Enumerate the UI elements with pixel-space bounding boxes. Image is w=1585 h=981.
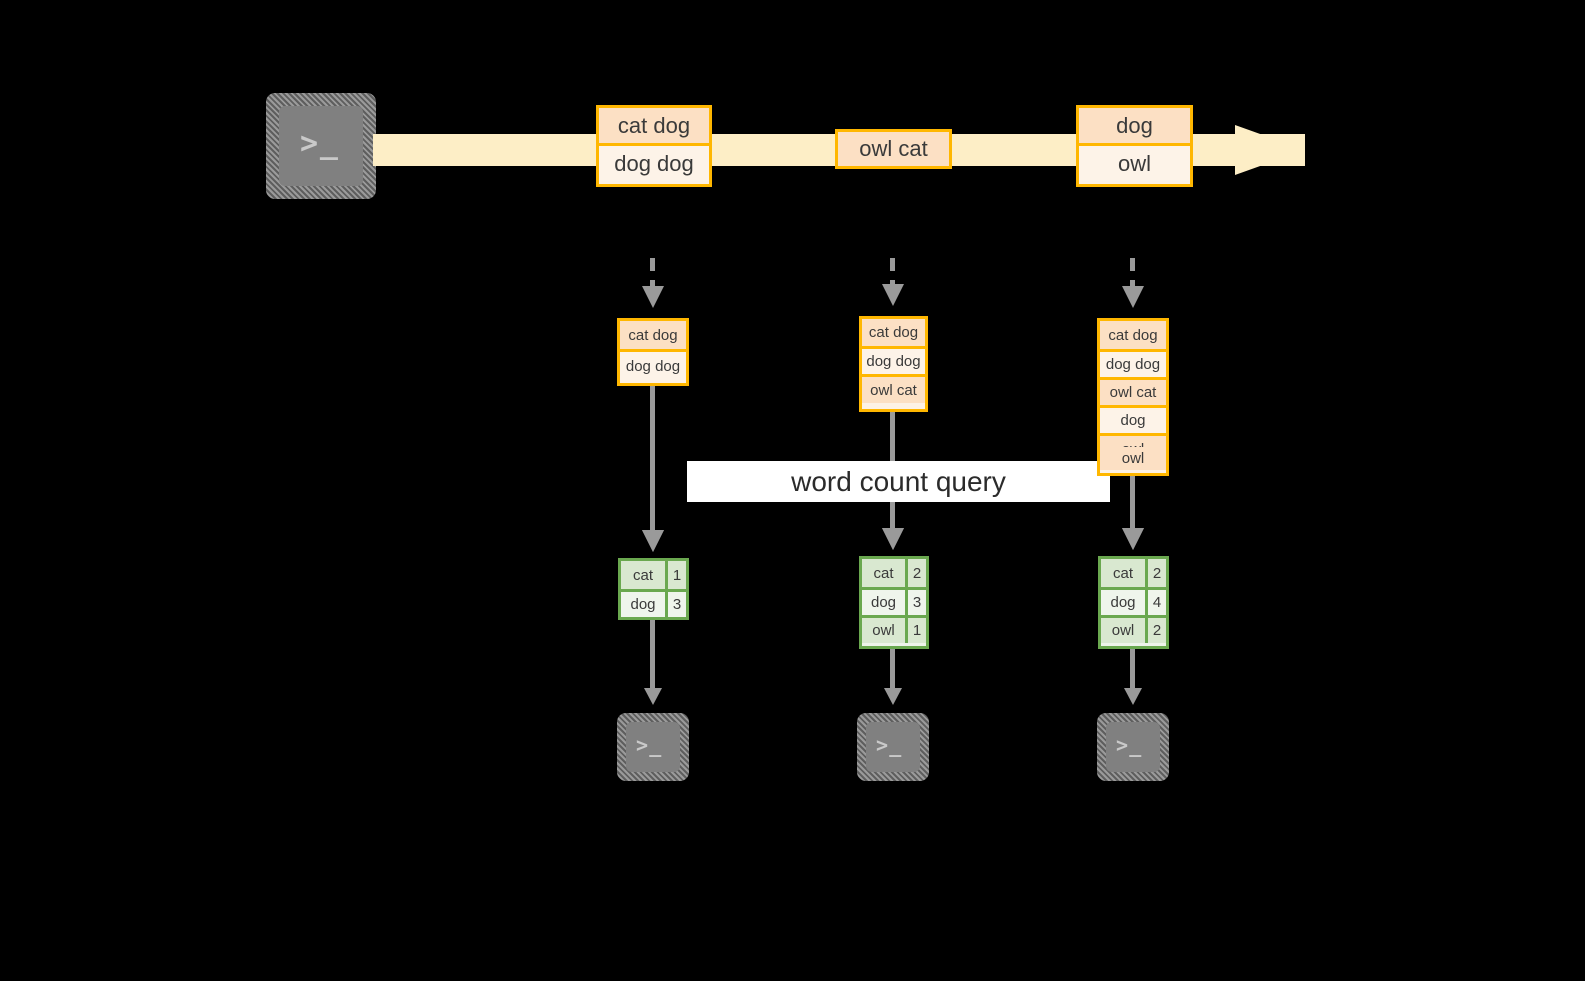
accumulated-record: cat dog [862, 319, 925, 346]
sink-arrow-3 [1130, 649, 1135, 692]
source-terminal-icon: >_ [266, 93, 376, 199]
accumulated-record: dog dog [862, 346, 925, 374]
query-arrow-3-overlap [1130, 476, 1135, 532]
query-label-text: word count query [791, 465, 1006, 497]
sink-arrow-arrowhead-3 [1124, 688, 1142, 705]
result-count: 2 [1145, 618, 1166, 643]
result-word: dog [870, 594, 897, 611]
sink-arrow-2 [890, 649, 895, 692]
stream-group-2: owl cat [835, 129, 952, 169]
result-word: cat [1112, 564, 1133, 582]
terminal-prompt-glyph: >_ [876, 733, 903, 757]
accumulated-record: owl cat [1100, 377, 1166, 405]
stream-group-3: dog owl [1076, 105, 1193, 187]
result-word: owl [872, 622, 895, 639]
table-row: dog 3 [862, 587, 926, 615]
accumulated-record: cat dog [620, 321, 686, 349]
accumulated-record: dog dog [620, 349, 686, 380]
sink-arrow-arrowhead-1 [644, 688, 662, 705]
stream-record: dog dog [599, 143, 709, 181]
table-row: owl 2 [1101, 615, 1166, 643]
table-row: owl 1 [862, 615, 926, 643]
stream-record: dog [1079, 108, 1190, 143]
accumulated-record: dog dog [1100, 349, 1166, 377]
sink-terminal-icon-3: >_ [1097, 713, 1169, 781]
result-word: owl [1111, 622, 1135, 639]
result-count: 2 [905, 559, 926, 587]
result-word: dog [1110, 594, 1136, 611]
accumulated-records-1: cat dog dog dog [617, 318, 689, 386]
query-label-band: word count query [687, 461, 1110, 502]
query-arrow-1 [650, 386, 655, 534]
sink-arrow-arrowhead-2 [884, 688, 902, 705]
terminal-prompt-glyph: >_ [1116, 733, 1143, 757]
accumulated-record: cat dog [1100, 321, 1166, 349]
result-count: 1 [905, 618, 926, 643]
table-row: dog 3 [621, 589, 686, 617]
dashed-connector-3 [1130, 258, 1135, 290]
dashed-connector-2 [890, 258, 895, 288]
result-count: 3 [905, 590, 926, 615]
query-arrow-arrowhead-1-overlap [642, 530, 664, 552]
query-arrow-1-overlap [650, 502, 655, 534]
terminal-body [279, 106, 363, 186]
sink-terminal-icon-1: >_ [617, 713, 689, 781]
sink-arrow-1 [650, 620, 655, 692]
terminal-prompt-glyph: >_ [300, 126, 340, 161]
accumulated-record: owl cat [862, 374, 925, 403]
result-word: dog [630, 596, 656, 613]
result-count: 3 [665, 592, 686, 617]
stream-arrow-head [1235, 125, 1305, 175]
terminal-prompt-glyph: >_ [636, 733, 663, 757]
accumulated-records-3-overlap: owl [1097, 447, 1169, 476]
stream-group-1: cat dog dog dog [596, 105, 712, 187]
query-arrow-arrowhead-2-overlap [882, 528, 904, 550]
dashed-connector-arrowhead-3 [1122, 286, 1144, 308]
terminal-body [866, 722, 920, 772]
result-count: 1 [665, 561, 686, 589]
table-row: cat 2 [862, 559, 926, 587]
query-arrow-arrowhead-3-overlap [1122, 528, 1144, 550]
accumulated-records-2: cat dog dog dog owl cat [859, 316, 928, 412]
sink-terminal-icon-2: >_ [857, 713, 929, 781]
terminal-body [1106, 722, 1160, 772]
result-count: 4 [1145, 590, 1166, 615]
table-row: cat 2 [1101, 559, 1166, 587]
result-table-2: cat 2 dog 3 owl 1 [859, 556, 929, 649]
dashed-connector-arrowhead-2 [882, 284, 904, 306]
query-arrow-2-overlap [890, 502, 895, 532]
table-row: dog 4 [1101, 587, 1166, 615]
table-row: cat 1 [621, 561, 686, 589]
result-table-1: cat 1 dog 3 [618, 558, 689, 620]
result-count: 2 [1145, 559, 1166, 587]
accumulated-record: dog [1100, 405, 1166, 433]
stream-record: cat dog [599, 108, 709, 143]
result-table-3: cat 2 dog 4 owl 2 [1098, 556, 1169, 649]
stream-record: owl cat [838, 132, 949, 166]
dashed-connector-arrowhead-1 [642, 286, 664, 308]
result-word: cat [632, 566, 653, 584]
dashed-connector-1 [650, 258, 655, 290]
accumulated-record: owl [1100, 447, 1166, 470]
stream-record: owl [1079, 143, 1190, 181]
terminal-body [626, 722, 680, 772]
result-word: cat [873, 564, 894, 582]
